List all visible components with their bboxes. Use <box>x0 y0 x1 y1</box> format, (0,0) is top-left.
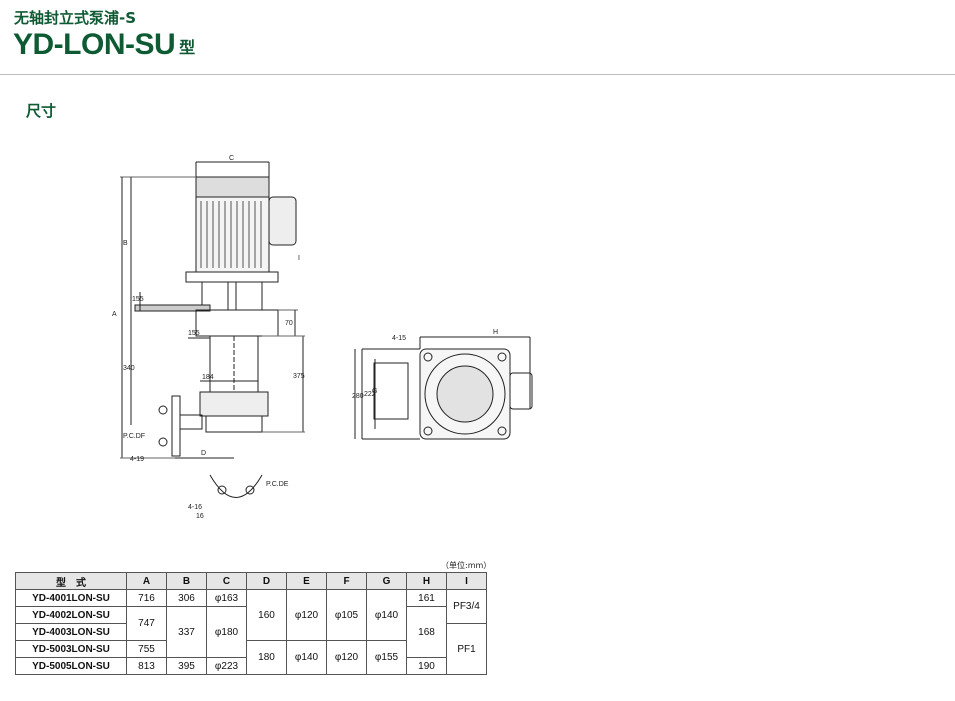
dimension-drawing: C A B 155 155 70 340 375 184 D I P.C.DF … <box>112 155 533 520</box>
col-header-i: I <box>446 572 487 590</box>
cell-model: YD-5005LON-SU <box>15 657 127 675</box>
table-header-row: 型 式 A B C D E F G H I <box>15 572 487 590</box>
product-subtitle: 无轴封立式泵浦-S <box>14 9 137 27</box>
dim-label-pcdf: P.C.DF <box>123 433 145 440</box>
col-header-f: F <box>326 572 367 590</box>
cell-c: φ163 <box>206 589 247 607</box>
dim-label-4-19: 4-19 <box>130 456 144 463</box>
dim-label-4-16: 4-16 <box>188 504 202 511</box>
dim-label-340: 340 <box>123 365 135 372</box>
cell-g: φ140 <box>366 589 407 641</box>
dim-label-G: G <box>372 388 377 395</box>
cell-model: YD-4002LON-SU <box>15 606 127 624</box>
dim-label-4-15: 4-15 <box>392 335 406 342</box>
dim-label-I: I <box>298 255 300 262</box>
cell-a: 747 <box>126 606 167 641</box>
dim-label-pcde: P.C.DE <box>266 481 289 488</box>
dim-label-B: B <box>123 240 128 247</box>
col-header-b: B <box>166 572 207 590</box>
cell-a: 755 <box>126 640 167 658</box>
model-suffix: 型 <box>179 40 195 58</box>
dim-label-C: C <box>229 155 234 162</box>
col-header-g: G <box>366 572 407 590</box>
cell-model: YD-5003LON-SU <box>15 640 127 658</box>
cell-b: 306 <box>166 589 207 607</box>
cell-i: PF1 <box>446 623 487 675</box>
dim-label-16: 16 <box>196 513 204 520</box>
dim-label-280: 280 <box>352 393 364 400</box>
model-name: YD-LON-SU <box>13 28 176 61</box>
dim-label-H: H <box>493 329 498 336</box>
cell-a: 813 <box>126 657 167 675</box>
cell-f: φ120 <box>326 640 367 675</box>
cell-c: φ223 <box>206 657 247 675</box>
cell-h: 168 <box>406 606 447 658</box>
table-row: YD-4001LON-SU 716 306 φ163 160 φ120 φ105… <box>15 589 487 641</box>
cell-d: 180 <box>246 640 287 675</box>
cell-i: PF3/4 <box>446 589 487 624</box>
section-title: 尺寸 <box>26 102 57 120</box>
cell-c: φ180 <box>206 606 247 658</box>
cell-model: YD-4003LON-SU <box>15 623 127 641</box>
dim-label-D: D <box>201 450 206 457</box>
dim-label-155b: 155 <box>188 330 200 337</box>
cell-f: φ105 <box>326 589 367 641</box>
cell-g: φ155 <box>366 640 407 675</box>
col-header-h: H <box>406 572 447 590</box>
cell-h: 161 <box>406 589 447 607</box>
dim-label-155: 155 <box>132 296 144 303</box>
col-header-model: 型 式 <box>15 572 127 590</box>
cell-h: 190 <box>406 657 447 675</box>
cell-model: YD-4001LON-SU <box>15 589 127 607</box>
cell-d: 160 <box>246 589 287 641</box>
dim-label-375: 375 <box>293 373 305 380</box>
table-row: YD-4002LON-SU 747 337 φ180 168 <box>15 606 487 658</box>
dim-label-70: 70 <box>285 320 293 327</box>
col-header-d: D <box>246 572 287 590</box>
dim-label-184: 184 <box>202 374 214 381</box>
cell-e: φ120 <box>286 589 327 641</box>
dimension-table: 型 式 A B C D E F G H I YD-4001LON-SU 716 … <box>15 572 487 675</box>
unit-note: （单位:mm） <box>441 561 492 570</box>
table-row: YD-5003LON-SU 755 180 φ140 φ120 φ155 <box>15 640 487 675</box>
table-row: YD-5005LON-SU 813 395 φ223 190 <box>15 657 487 675</box>
col-header-a: A <box>126 572 167 590</box>
cell-e: φ140 <box>286 640 327 675</box>
dim-label-222: 222 <box>364 391 376 398</box>
col-header-c: C <box>206 572 247 590</box>
cell-b: 395 <box>166 657 207 675</box>
cell-a: 716 <box>126 589 167 607</box>
cell-b: 337 <box>166 606 207 658</box>
dim-label-A: A <box>112 311 117 318</box>
col-header-e: E <box>286 572 327 590</box>
